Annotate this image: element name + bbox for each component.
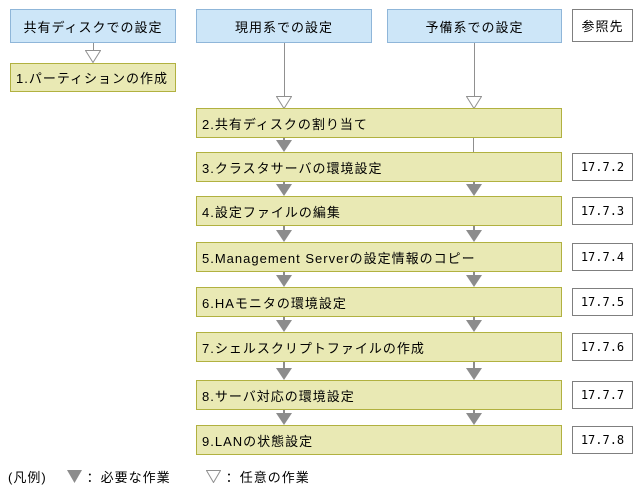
arrow-stem xyxy=(283,272,285,275)
step-box-8: 8.サーバ対応の環境設定 xyxy=(196,380,562,410)
step-box-9: 9.LANの状態設定 xyxy=(196,425,562,455)
step-box-1: 1.パーティションの作成 xyxy=(10,63,176,92)
filled-triangle-icon xyxy=(276,230,292,242)
ref-box-17-7-2: 17.7.2 xyxy=(572,153,633,181)
arrow-stem xyxy=(283,43,285,96)
arrow-stem xyxy=(473,272,475,275)
required-arrow-icon xyxy=(276,272,292,287)
header-reference-label: 参照先 xyxy=(581,19,624,34)
ref-box-17-7-7: 17.7.7 xyxy=(572,381,633,409)
required-arrow-icon xyxy=(466,317,482,332)
ref-label: 17.7.5 xyxy=(580,295,625,309)
required-arrow-icon xyxy=(276,317,292,332)
filled-triangle-icon xyxy=(276,320,292,332)
filled-triangle-icon xyxy=(466,184,482,196)
required-arrow-icon xyxy=(466,272,482,287)
filled-triangle-icon xyxy=(276,140,292,152)
filled-triangle-icon xyxy=(276,368,292,380)
arrow-stem xyxy=(283,226,285,230)
hollow-triangle-icon xyxy=(466,96,482,109)
step-label: 5.Management Serverの設定情報のコピー xyxy=(202,250,476,266)
required-arrow-icon xyxy=(276,226,292,242)
header-standby-system-label: 予備系での設定 xyxy=(425,19,524,35)
ref-box-17-7-6: 17.7.6 xyxy=(572,333,633,361)
step-label: 9.LANの状態設定 xyxy=(202,433,314,449)
ref-box-17-7-3: 17.7.3 xyxy=(572,197,633,225)
required-arrow-legend-icon xyxy=(66,469,82,483)
connector-line xyxy=(473,138,474,152)
header-active-system: 現用系での設定 xyxy=(196,9,372,43)
arrow-stem xyxy=(473,43,475,96)
header-active-system-label: 現用系での設定 xyxy=(234,19,333,35)
step-label: 7.シェルスクリプトファイルの作成 xyxy=(202,340,425,356)
ref-label: 17.7.4 xyxy=(580,250,625,264)
filled-triangle-icon xyxy=(466,320,482,332)
required-arrow-icon xyxy=(276,410,292,425)
arrow-stem xyxy=(473,226,475,230)
step-label: 8.サーバ対応の環境設定 xyxy=(202,388,355,404)
step-label: 3.クラスタサーバの環境設定 xyxy=(202,160,383,176)
step-box-6: 6.HAモニタの環境設定 xyxy=(196,287,562,317)
ref-box-17-7-5: 17.7.5 xyxy=(572,288,633,316)
filled-triangle-icon xyxy=(466,230,482,242)
ref-label: 17.7.2 xyxy=(580,160,625,174)
arrow-stem xyxy=(283,138,285,140)
optional-arrow-legend-icon xyxy=(205,469,221,483)
header-shared-disk: 共有ディスクでの設定 xyxy=(10,9,176,43)
filled-triangle-icon xyxy=(466,275,482,287)
arrow-stem xyxy=(92,43,94,50)
header-reference: 参照先 xyxy=(572,9,633,42)
arrow-stem xyxy=(473,182,475,184)
filled-triangle-icon xyxy=(276,275,292,287)
filled-triangle-icon xyxy=(466,413,482,425)
arrow-stem xyxy=(473,362,475,368)
filled-triangle-icon xyxy=(276,184,292,196)
arrow-stem xyxy=(283,410,285,413)
step-label: 4.設定ファイルの編集 xyxy=(202,204,341,220)
ref-label: 17.7.8 xyxy=(580,433,625,447)
hollow-triangle-icon xyxy=(276,96,292,109)
arrow-stem xyxy=(283,182,285,184)
step-label: 6.HAモニタの環境設定 xyxy=(202,295,347,311)
hollow-triangle-icon xyxy=(85,50,101,63)
arrow-stem xyxy=(283,362,285,368)
required-arrow-icon xyxy=(466,226,482,242)
step-box-4: 4.設定ファイルの編集 xyxy=(196,196,562,226)
required-arrow-icon xyxy=(276,362,292,380)
legend-optional-label: ：任意の作業 xyxy=(225,469,310,485)
required-arrow-icon xyxy=(466,182,482,196)
legend-required-label: ：必要な作業 xyxy=(86,469,171,485)
header-shared-disk-label: 共有ディスクでの設定 xyxy=(23,19,163,35)
arrow-stem xyxy=(473,410,475,413)
ref-label: 17.7.3 xyxy=(580,204,625,218)
legend: (凡例) ：必要な作業 ：任意の作業 xyxy=(8,467,310,485)
arrow-stem xyxy=(473,317,475,320)
legend-title: (凡例) xyxy=(8,469,47,485)
step-label: 2.共有ディスクの割り当て xyxy=(202,116,368,132)
ref-box-17-7-8: 17.7.8 xyxy=(572,426,633,454)
required-arrow-icon xyxy=(466,362,482,380)
header-standby-system: 予備系での設定 xyxy=(387,9,562,43)
ref-label: 17.7.6 xyxy=(580,340,625,354)
ref-box-17-7-4: 17.7.4 xyxy=(572,243,633,271)
step-box-3: 3.クラスタサーバの環境設定 xyxy=(196,152,562,182)
required-arrow-icon xyxy=(466,410,482,425)
arrow-stem xyxy=(283,317,285,320)
filled-triangle-icon xyxy=(276,413,292,425)
required-arrow-icon xyxy=(276,138,292,152)
step-label: 1.パーティションの作成 xyxy=(16,71,169,86)
step-box-7: 7.シェルスクリプトファイルの作成 xyxy=(196,332,562,362)
step-box-5: 5.Management Serverの設定情報のコピー xyxy=(196,242,562,272)
step-box-2: 2.共有ディスクの割り当て xyxy=(196,108,562,138)
ref-label: 17.7.7 xyxy=(580,388,625,402)
optional-arrow-icon xyxy=(466,43,482,109)
optional-arrow-icon xyxy=(276,43,292,109)
required-arrow-icon xyxy=(276,182,292,196)
optional-arrow-icon xyxy=(85,43,101,63)
filled-triangle-icon xyxy=(466,368,482,380)
